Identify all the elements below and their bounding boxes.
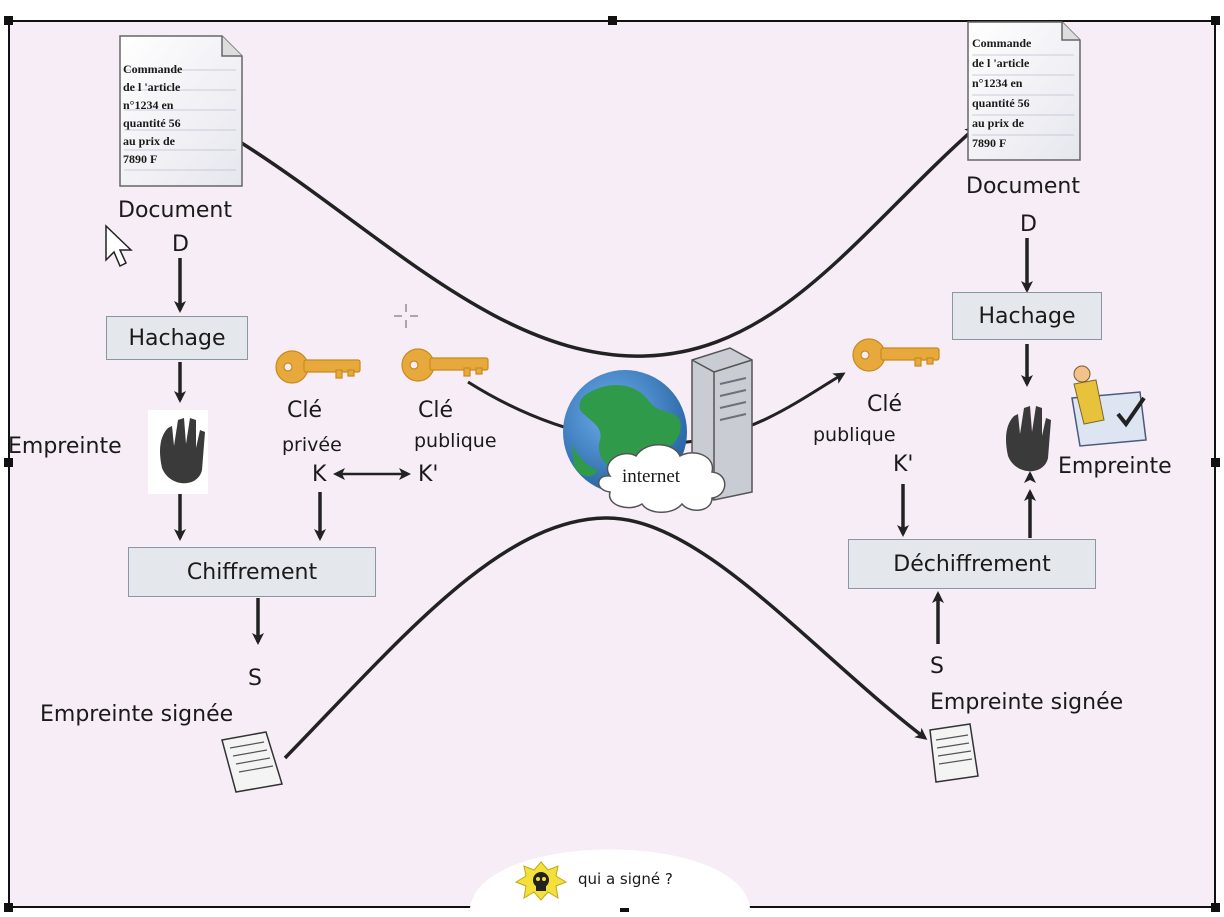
sender-document-text: Commande de l 'article n°1234 en quantit…: [123, 62, 183, 166]
k-prime-label: K': [418, 462, 439, 487]
sender-fingerprint-label: Empreinte: [8, 434, 122, 459]
resize-handle-mid-right[interactable]: [1211, 458, 1220, 467]
receiver-d-label: D: [1020, 212, 1037, 237]
receiver-signed-label: Empreinte signée: [930, 690, 1124, 715]
sender-signed-label: Empreinte signée: [40, 702, 234, 727]
private-key-label-line1: Clé: [287, 398, 323, 423]
public-key-icon: [401, 348, 489, 382]
skull-warning-icon: [514, 861, 568, 901]
public-key-label-line2: publique: [414, 430, 497, 452]
receiver-document-label: Document: [966, 174, 1080, 199]
k-label: K: [312, 462, 327, 487]
resize-handle-top-right[interactable]: [1211, 16, 1220, 25]
receiver-public-key-label-line1: Clé: [867, 392, 903, 417]
footer-badge: [470, 849, 750, 908]
curve-signature-transfer: [283, 516, 928, 760]
encrypt-box: Chiffrement: [128, 547, 376, 597]
receiver-document-text: Commande de l 'article n°1234 en quantit…: [972, 36, 1032, 150]
private-key-label-line2: privée: [282, 434, 342, 456]
resize-handle-bottom-left[interactable]: [4, 903, 13, 912]
crosshair-cursor-icon: [394, 304, 418, 328]
receiver-fingerprint-hand-icon: [1006, 406, 1051, 472]
receiver-signed-document-icon: [929, 723, 979, 783]
sender-document-icon: [119, 35, 243, 187]
signing-person-icon: [1071, 365, 1147, 447]
resize-handle-mid-left[interactable]: [4, 458, 13, 467]
decrypt-box: Déchiffrement: [848, 539, 1096, 589]
mouse-pointer-icon: [105, 224, 133, 268]
resize-handle-top-center[interactable]: [608, 16, 617, 25]
cloud-shape: [598, 444, 726, 513]
internet-label: internet: [622, 466, 681, 487]
private-key-icon: [275, 350, 361, 384]
receiver-document-icon: [967, 21, 1081, 161]
sender-fingerprint-hand-icon: [148, 410, 208, 494]
footer-question: qui a signé ?: [578, 870, 673, 888]
receiver-public-key-label-line2: publique: [813, 424, 896, 446]
public-key-label-line1: Clé: [418, 398, 454, 423]
resize-handle-bottom-right[interactable]: [1211, 903, 1220, 912]
receiver-hash-box: Hachage: [952, 292, 1102, 340]
sender-d-label: D: [172, 232, 189, 257]
sender-signed-document-icon: [221, 731, 283, 793]
receiver-s-label: S: [930, 654, 944, 679]
sender-hash-box: Hachage: [106, 316, 248, 360]
sender-s-label: S: [248, 666, 262, 691]
receiver-public-key-icon: [852, 338, 940, 372]
receiver-fingerprint-label: Empreinte: [1058, 454, 1172, 479]
curve-document-transfer: [239, 126, 978, 358]
resize-handle-top-left[interactable]: [4, 16, 13, 25]
receiver-k-prime-label: K': [893, 452, 914, 477]
sender-document-label: Document: [118, 198, 232, 223]
